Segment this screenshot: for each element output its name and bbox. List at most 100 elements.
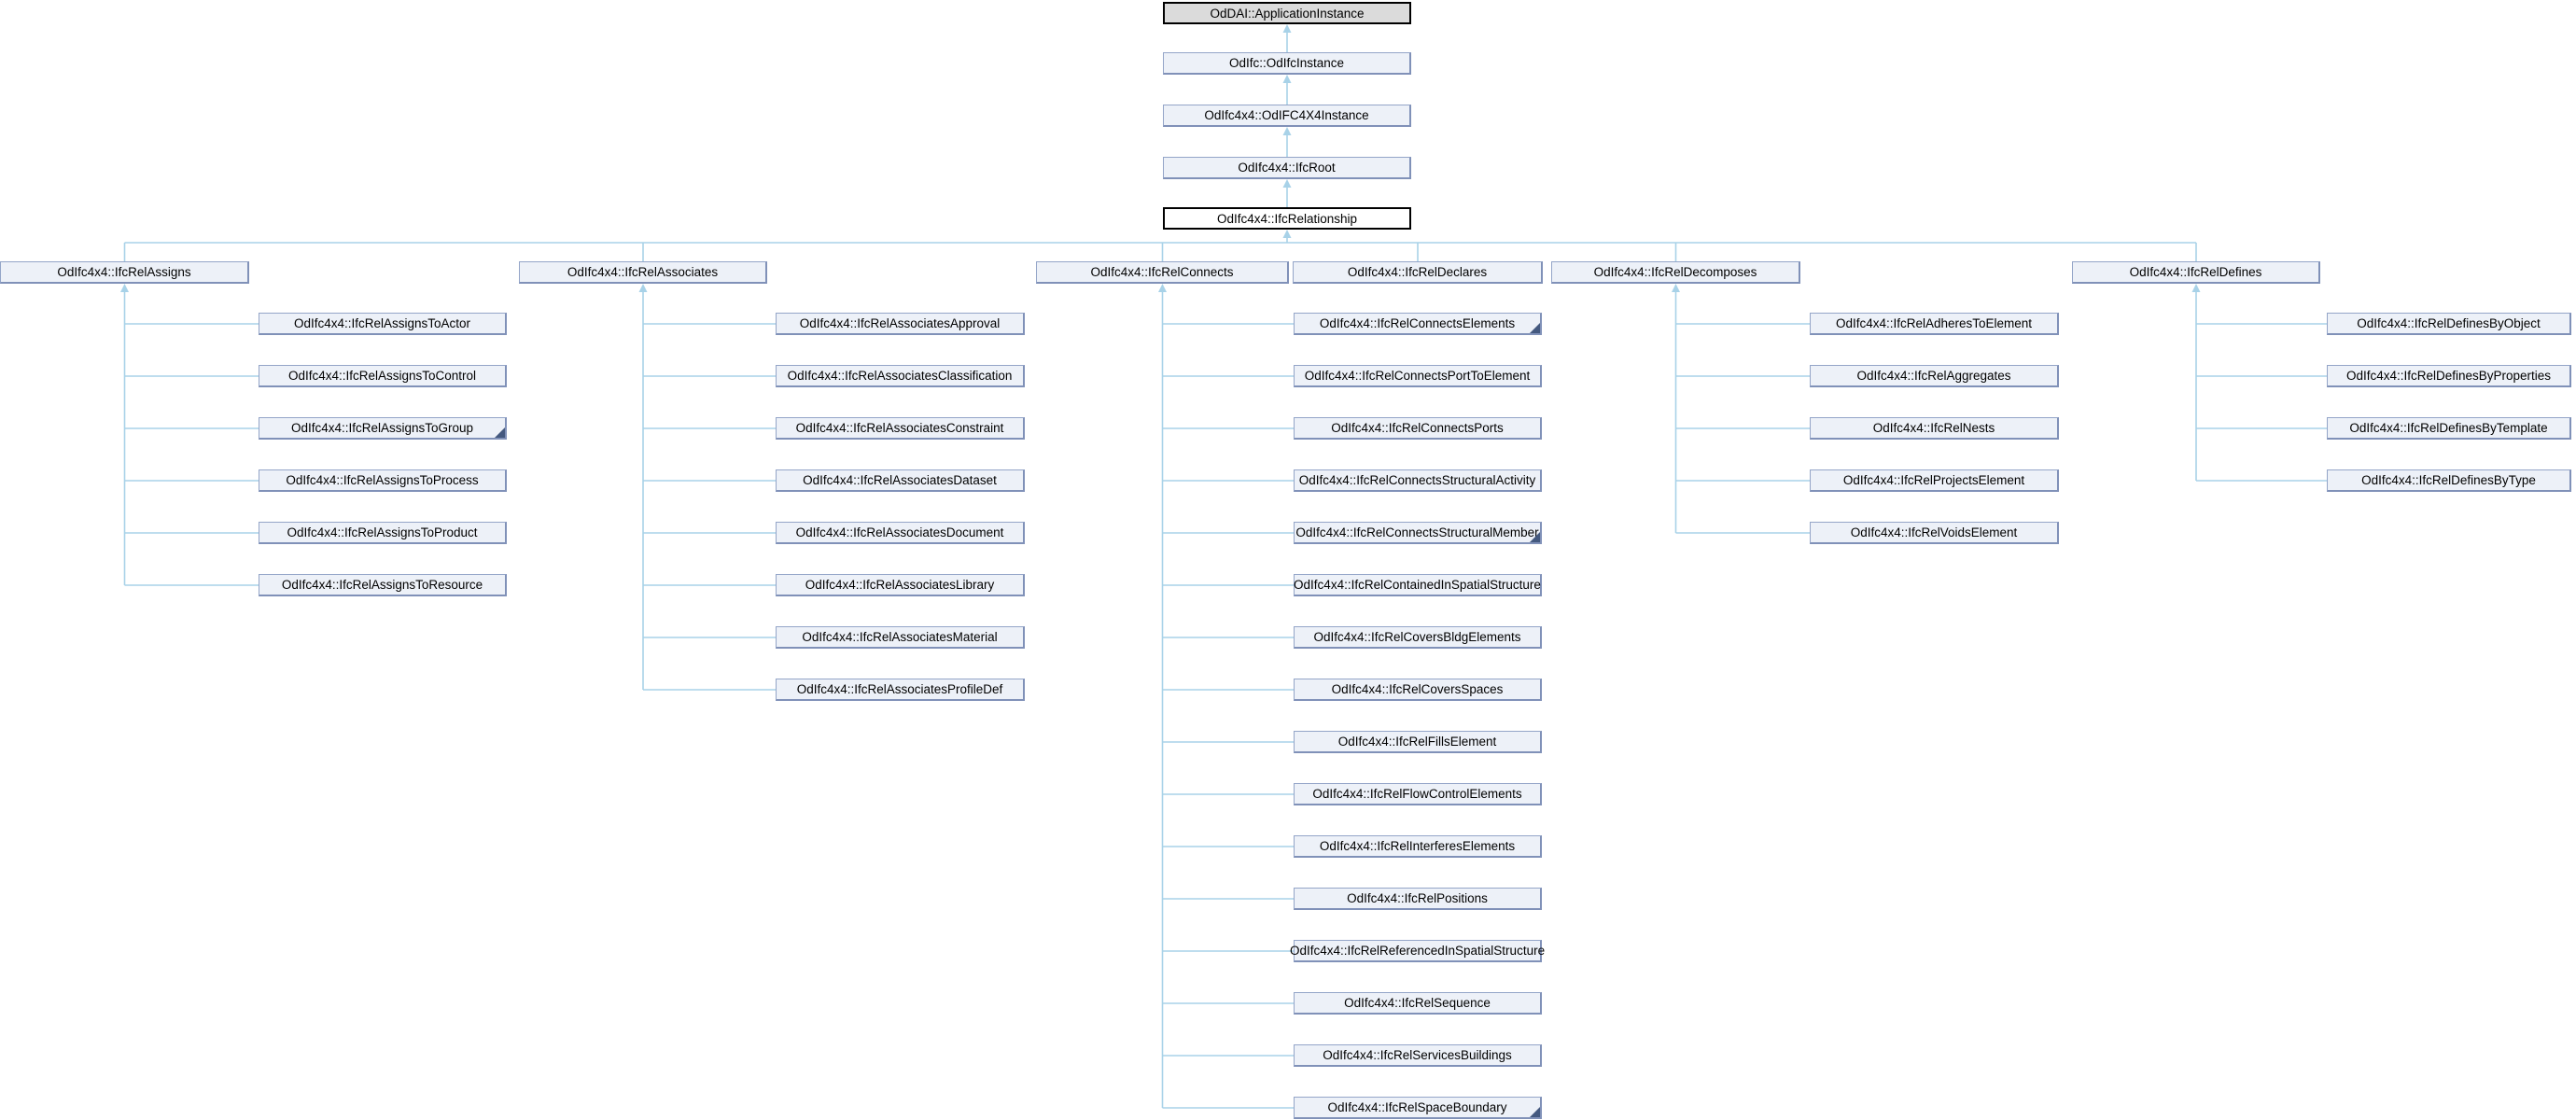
more-derived-indicator bbox=[495, 427, 505, 438]
class-node-label: OdIfc4x4::IfcRelAssignsToControl bbox=[287, 369, 477, 383]
class-node-derived[interactable]: OdIfc4x4::IfcRelDefinesByProperties bbox=[2327, 365, 2571, 387]
class-node-derived[interactable]: OdIfc4x4::IfcRelConnectsPorts bbox=[1294, 417, 1542, 440]
inheritance-arrowhead bbox=[2191, 284, 2201, 292]
class-node-label: OdIfc4x4::IfcRelAssociatesClassification bbox=[787, 369, 1013, 383]
inheritance-arrowhead bbox=[1282, 24, 1292, 33]
class-node-label: OdIfc4x4::IfcRelAssociatesDocument bbox=[795, 525, 1004, 539]
class-node-derived[interactable]: OdIfc4x4::IfcRelInterferesElements bbox=[1294, 835, 1542, 858]
class-node-ancestor[interactable]: OdIfc4x4::OdIFC4X4Instance bbox=[1163, 105, 1411, 127]
class-node-label: OdIfc4x4::IfcRelConnectsPortToElement bbox=[1304, 369, 1531, 383]
class-node-derived[interactable]: OdIfc4x4::IfcRelPositions bbox=[1294, 888, 1542, 910]
class-node-current: OdIfc4x4::IfcRelationship bbox=[1163, 207, 1411, 230]
class-node-label: OdIfc4x4::IfcRelDefines bbox=[2129, 265, 2262, 279]
class-node-derived[interactable]: OdIfc4x4::IfcRelAssociatesMaterial bbox=[776, 626, 1025, 649]
class-node-label: OdIfc4x4::IfcRelAssociatesApproval bbox=[799, 316, 1001, 330]
class-node-label: OdIfc4x4::IfcRelFillsElement bbox=[1337, 735, 1497, 749]
class-node-derived[interactable]: OdIfc4x4::IfcRelServicesBuildings bbox=[1294, 1044, 1542, 1067]
more-derived-indicator bbox=[1530, 532, 1540, 542]
class-node-derived[interactable]: OdIfc4x4::IfcRelFillsElement bbox=[1294, 731, 1542, 753]
class-node-label: OdIfc4x4::IfcRelSequence bbox=[1344, 996, 1491, 1010]
inheritance-arrowhead bbox=[638, 284, 648, 292]
class-node-derived[interactable]: OdIfc4x4::IfcRelAssignsToProduct bbox=[259, 522, 507, 544]
class-node-label: OdIfc::OdIfcInstance bbox=[1228, 56, 1345, 70]
class-node-derived[interactable]: OdIfc4x4::IfcRelProjectsElement bbox=[1810, 469, 2059, 492]
class-node-derived[interactable]: OdIfc4x4::IfcRelAssignsToControl bbox=[259, 365, 507, 387]
class-node-derived[interactable]: OdIfc4x4::IfcRelConnectsStructuralActivi… bbox=[1294, 469, 1542, 492]
class-node-derived[interactable]: OdIfc4x4::IfcRelReferencedInSpatialStruc… bbox=[1290, 940, 1545, 962]
class-node-derived[interactable]: OdIfc4x4::IfcRelFlowControlElements bbox=[1294, 783, 1542, 805]
class-node-label: OdIfc4x4::IfcRelSpaceBoundary bbox=[1327, 1100, 1507, 1114]
class-node-derived[interactable]: OdIfc4x4::IfcRelAssociatesDataset bbox=[776, 469, 1025, 492]
class-node-derived[interactable]: OdIfc4x4::IfcRelAssociatesClassification bbox=[776, 365, 1025, 387]
class-node-derived[interactable]: OdIfc4x4::IfcRelAssignsToGroup bbox=[259, 417, 507, 440]
class-node-label: OdIfc4x4::IfcRelAssociates bbox=[567, 265, 719, 279]
class-node-derived[interactable]: OdIfc4x4::IfcRelAssociatesProfileDef bbox=[776, 679, 1025, 701]
class-node-derived[interactable]: OdIfc4x4::IfcRelAssociatesConstraint bbox=[776, 417, 1025, 440]
class-node-label: OdIfc4x4::IfcRelConnects bbox=[1090, 265, 1234, 279]
class-node-parent[interactable]: OdIfc4x4::IfcRelConnects bbox=[1036, 261, 1289, 284]
class-node-derived[interactable]: OdIfc4x4::IfcRelAssignsToProcess bbox=[259, 469, 507, 492]
class-node-label: OdIfc4x4::IfcRelAssigns bbox=[57, 265, 191, 279]
class-node-label: OdIfc4x4::IfcRelReferencedInSpatialStruc… bbox=[1289, 944, 1546, 958]
class-node-label: OdIfc4x4::IfcRelInterferesElements bbox=[1319, 839, 1516, 853]
class-node-label: OdIfc4x4::IfcRelAssignsToGroup bbox=[290, 421, 474, 435]
class-node-derived[interactable]: OdIfc4x4::IfcRelDefinesByObject bbox=[2327, 313, 2571, 335]
class-node-derived[interactable]: OdIfc4x4::IfcRelAssociatesDocument bbox=[776, 522, 1025, 544]
class-node-parent[interactable]: OdIfc4x4::IfcRelAssigns bbox=[0, 261, 249, 284]
more-derived-indicator bbox=[1530, 1107, 1540, 1117]
class-node-label: OdIfc4x4::IfcRelAggregates bbox=[1856, 369, 2011, 383]
class-node-label: OdIfc4x4::IfcRelDefinesByType bbox=[2361, 473, 2536, 487]
inheritance-arrowhead bbox=[1282, 127, 1292, 135]
class-node-parent[interactable]: OdIfc4x4::IfcRelDefines bbox=[2072, 261, 2320, 284]
class-node-label: OdIfc4x4::IfcRelPositions bbox=[1347, 891, 1488, 905]
class-node-derived[interactable]: OdIfc4x4::IfcRelConnectsPortToElement bbox=[1294, 365, 1542, 387]
class-node-label: OdIfc4x4::IfcRelDefinesByObject bbox=[2357, 316, 2541, 330]
class-node-label: OdIfc4x4::IfcRoot bbox=[1238, 161, 1336, 175]
class-node-label: OdIfc4x4::IfcRelAssociatesMaterial bbox=[802, 630, 998, 644]
class-node-label: OdIfc4x4::IfcRelAssignsToProcess bbox=[286, 473, 479, 487]
class-node-label: OdIfc4x4::IfcRelProjectsElement bbox=[1842, 473, 2025, 487]
class-node-label: OdIfc4x4::IfcRelConnectsStructuralMember bbox=[1295, 525, 1539, 539]
class-node-derived[interactable]: OdIfc4x4::IfcRelNests bbox=[1810, 417, 2059, 440]
class-node-label: OdDAI::ApplicationInstance bbox=[1210, 6, 1365, 21]
class-node-derived[interactable]: OdIfc4x4::IfcRelCoversBldgElements bbox=[1294, 626, 1542, 649]
class-node-derived[interactable]: OdIfc4x4::IfcRelVoidsElement bbox=[1810, 522, 2059, 544]
class-node-derived[interactable]: OdIfc4x4::IfcRelDefinesByType bbox=[2327, 469, 2571, 492]
class-node-label: OdIfc4x4::IfcRelConnectsElements bbox=[1319, 316, 1516, 330]
class-node-ancestor: OdDAI::ApplicationInstance bbox=[1163, 2, 1411, 24]
class-node-derived[interactable]: OdIfc4x4::IfcRelAssociatesLibrary bbox=[776, 574, 1025, 596]
class-node-label: OdIfc4x4::IfcRelNests bbox=[1872, 421, 1995, 435]
class-node-label: OdIfc4x4::IfcRelAssociatesConstraint bbox=[795, 421, 1004, 435]
class-node-derived[interactable]: OdIfc4x4::IfcRelSequence bbox=[1294, 992, 1542, 1015]
inheritance-arrowhead bbox=[1672, 284, 1680, 292]
class-node-parent[interactable]: OdIfc4x4::IfcRelDeclares bbox=[1293, 261, 1543, 284]
class-node-label: OdIfc4x4::IfcRelAssociatesLibrary bbox=[805, 578, 995, 592]
class-node-derived[interactable]: OdIfc4x4::IfcRelAssociatesApproval bbox=[776, 313, 1025, 335]
inheritance-arrowhead bbox=[1282, 75, 1292, 83]
class-node-label: OdIfc4x4::IfcRelVoidsElement bbox=[1850, 525, 2018, 539]
class-node-derived[interactable]: OdIfc4x4::IfcRelContainedInSpatialStruct… bbox=[1294, 574, 1542, 596]
class-node-parent[interactable]: OdIfc4x4::IfcRelDecomposes bbox=[1551, 261, 1800, 284]
class-node-parent[interactable]: OdIfc4x4::IfcRelAssociates bbox=[519, 261, 767, 284]
class-node-derived[interactable]: OdIfc4x4::IfcRelAggregates bbox=[1810, 365, 2059, 387]
class-node-derived[interactable]: OdIfc4x4::IfcRelSpaceBoundary bbox=[1294, 1097, 1542, 1119]
class-node-derived[interactable]: OdIfc4x4::IfcRelConnectsElements bbox=[1294, 313, 1542, 335]
class-node-label: OdIfc4x4::IfcRelCoversSpaces bbox=[1331, 682, 1504, 696]
class-node-label: OdIfc4x4::IfcRelConnectsPorts bbox=[1331, 421, 1504, 435]
inheritance-arrowhead bbox=[1282, 179, 1292, 188]
class-node-derived[interactable]: OdIfc4x4::IfcRelCoversSpaces bbox=[1294, 679, 1542, 701]
class-node-derived[interactable]: OdIfc4x4::IfcRelAssignsToActor bbox=[259, 313, 507, 335]
class-node-derived[interactable]: OdIfc4x4::IfcRelConnectsStructuralMember bbox=[1294, 522, 1542, 544]
class-node-label: OdIfc4x4::IfcRelServicesBuildings bbox=[1323, 1048, 1512, 1062]
class-node-label: OdIfc4x4::IfcRelConnectsStructuralActivi… bbox=[1298, 473, 1536, 487]
class-node-ancestor[interactable]: OdIfc::OdIfcInstance bbox=[1163, 52, 1411, 75]
class-node-derived[interactable]: OdIfc4x4::IfcRelAssignsToResource bbox=[259, 574, 507, 596]
class-node-ancestor[interactable]: OdIfc4x4::IfcRoot bbox=[1163, 157, 1411, 179]
class-node-label: OdIfc4x4::IfcRelDecomposes bbox=[1593, 265, 1757, 279]
class-node-derived[interactable]: OdIfc4x4::IfcRelAdheresToElement bbox=[1810, 313, 2059, 335]
class-node-label: OdIfc4x4::IfcRelAssignsToActor bbox=[293, 316, 471, 330]
class-node-derived[interactable]: OdIfc4x4::IfcRelDefinesByTemplate bbox=[2327, 417, 2571, 440]
inheritance-arrowhead bbox=[1282, 230, 1292, 238]
